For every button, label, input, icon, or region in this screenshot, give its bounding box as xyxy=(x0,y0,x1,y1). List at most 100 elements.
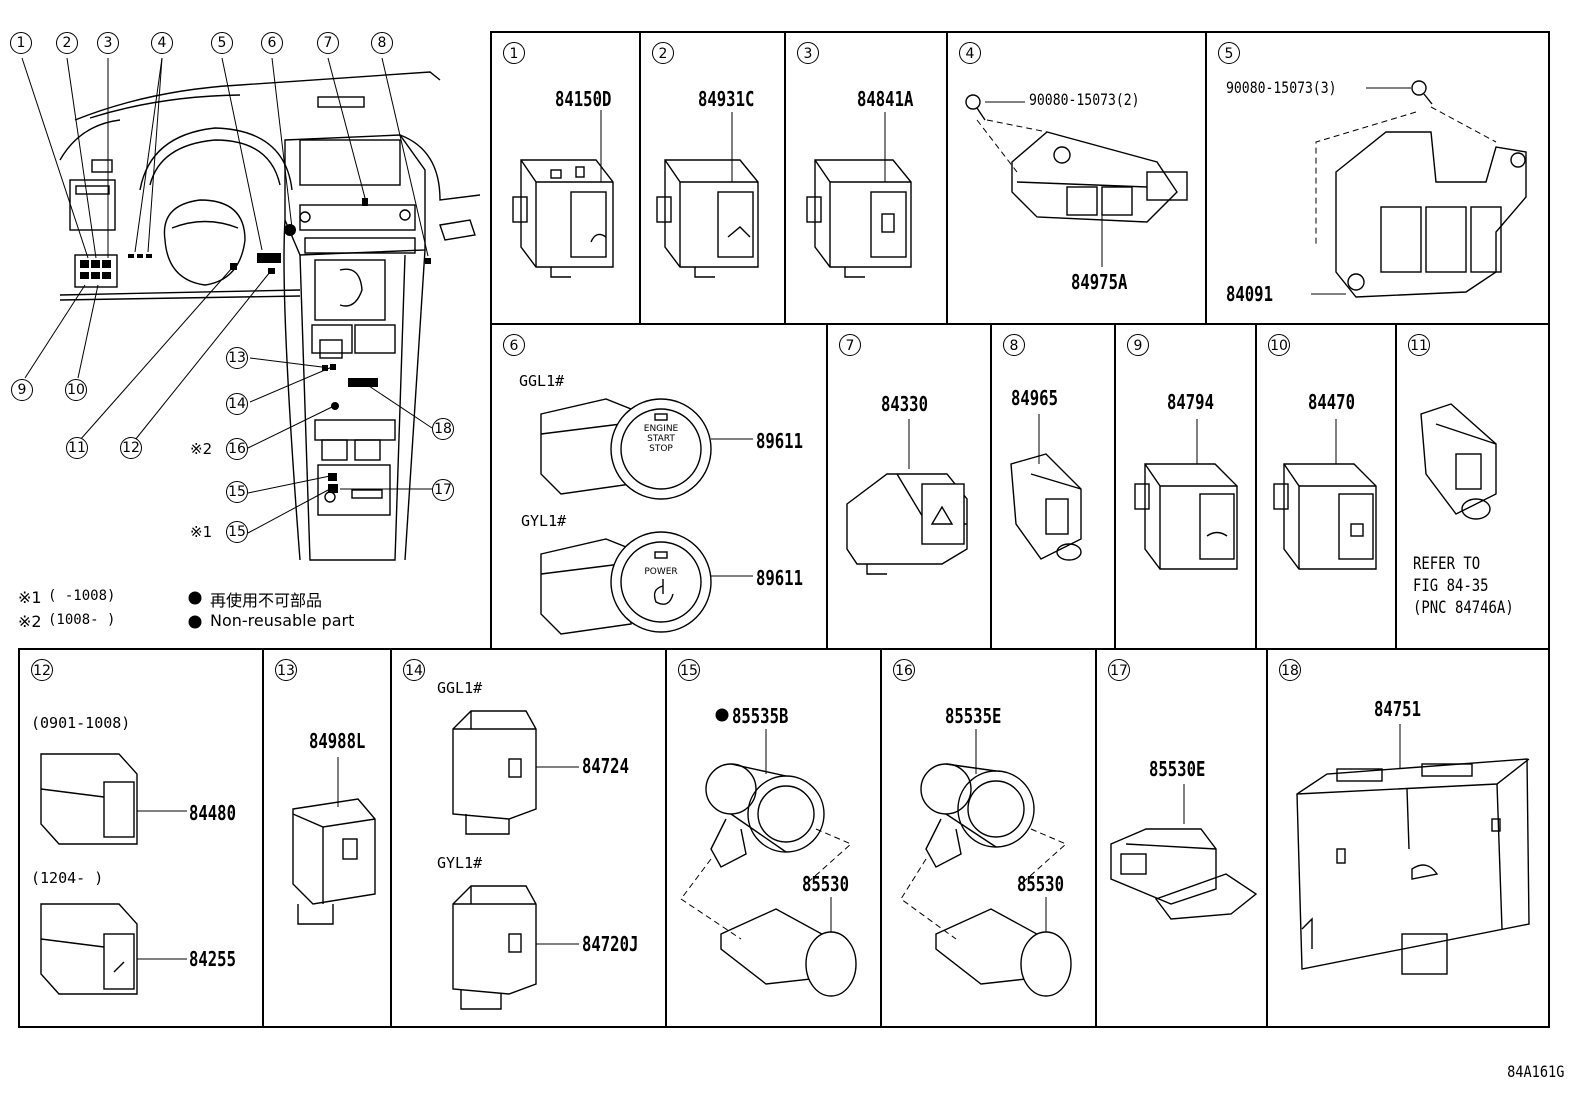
button-label: POWER xyxy=(644,567,678,577)
switch-module xyxy=(806,112,912,278)
callout-1: 1 xyxy=(10,32,32,54)
part-number: 90080-15073(2) xyxy=(1029,90,1140,109)
start-stop-button xyxy=(540,398,753,635)
part-number: 90080-15073(3) xyxy=(1226,78,1337,97)
callout-12: 12 xyxy=(120,437,142,459)
socket-cap xyxy=(900,729,1072,997)
cell-number: 8 xyxy=(1003,334,1025,356)
cell-3: 3 84841A xyxy=(785,32,947,324)
cell-5: 5 90080-15073(3) 84091 xyxy=(1206,32,1549,324)
mark-2-16: ※2 xyxy=(190,440,213,458)
legend-text-2: Non-reusable part xyxy=(210,611,355,630)
part-number: 84724 xyxy=(582,754,629,778)
cell-number: 9 xyxy=(1127,334,1149,356)
part-number: 84794 xyxy=(1167,390,1214,414)
cell-number: 13 xyxy=(275,659,297,681)
part-number: 84150D xyxy=(555,87,612,111)
switch-module xyxy=(1311,80,1527,298)
part-number: 84720J xyxy=(582,932,639,956)
variant-label: (0901-1008) xyxy=(31,714,131,732)
cell-12: 12 (0901-1008) (1204- ) 84480 84255 xyxy=(19,649,263,1027)
cell-number: 1 xyxy=(503,42,525,64)
ecu-unit xyxy=(1296,724,1530,975)
callout-2: 2 xyxy=(56,32,78,54)
hazard-switch xyxy=(846,419,968,575)
cell-number: 5 xyxy=(1218,42,1240,64)
cell-17: 17 85530E xyxy=(1096,649,1267,1027)
variant-label: GGL1# xyxy=(519,372,565,390)
switch-module xyxy=(292,757,376,925)
part-number: 89611 xyxy=(756,566,803,590)
part-number: 84988L xyxy=(309,729,366,753)
cell-9: 9 84794 xyxy=(1115,324,1256,649)
cell-18: 18 84751 xyxy=(1267,649,1549,1027)
cell-14: 14 GGL1# GYL1# 84724 84720J xyxy=(391,649,666,1027)
variant-label: (1204- ) xyxy=(31,869,104,887)
legend-range-2: (1008- ) xyxy=(48,612,116,628)
part-number: 89611 xyxy=(756,429,803,453)
part-number: 84470 xyxy=(1308,390,1355,414)
cell-number: 16 xyxy=(893,659,915,681)
part-number: 84841A xyxy=(857,87,914,111)
mark-1-15: ※1 xyxy=(190,523,213,541)
callout-7: 7 xyxy=(317,32,339,54)
socket-cap xyxy=(680,729,857,997)
cell-8: 8 84965 xyxy=(991,324,1115,649)
cell-number: 17 xyxy=(1108,659,1130,681)
switch-module xyxy=(1273,419,1377,570)
part-number: 85535E xyxy=(945,704,1002,728)
non-reusable-dot-icon xyxy=(715,708,729,722)
callout-13: 13 xyxy=(226,347,248,369)
cell-1: 1 84150D xyxy=(491,32,640,324)
callout-17: 17 xyxy=(432,479,454,501)
part-number: 85530 xyxy=(802,872,849,896)
cell-2: 2 84931C xyxy=(640,32,785,324)
reference-note: REFER TO xyxy=(1413,554,1481,574)
bolt-icon xyxy=(1411,80,1427,96)
legend-range-1: ( -1008) xyxy=(48,588,116,604)
legend-mark-1: ※1 xyxy=(18,588,42,607)
callout-3: 3 xyxy=(97,32,119,54)
part-number: 85530E xyxy=(1149,757,1206,781)
callout-15a: 15 xyxy=(226,481,248,503)
non-reusable-dot-icon xyxy=(188,615,202,629)
cell-number: 15 xyxy=(678,659,700,681)
switch-module xyxy=(40,753,187,995)
cell-number: 10 xyxy=(1268,334,1290,356)
cell-11: 11 REFER TO FIG 84-35 (PNC 84746A) xyxy=(1396,324,1549,649)
cell-16: 16 85535E 85530 xyxy=(881,649,1096,1027)
cell-10: 10 84470 xyxy=(1256,324,1396,649)
switch-module xyxy=(1010,414,1082,561)
part-number: 85535B xyxy=(732,704,789,728)
part-number: 84091 xyxy=(1226,282,1273,306)
cell-number: 11 xyxy=(1408,334,1430,356)
cell-number: 2 xyxy=(652,42,674,64)
switch-module xyxy=(452,710,579,1010)
callout-4: 4 xyxy=(151,32,173,54)
dashboard-overview: 1 2 3 4 5 6 7 8 9 10 11 12 13 14 ※2 16 1… xyxy=(0,0,490,654)
callout-6: 6 xyxy=(261,32,283,54)
part-number: 85530 xyxy=(1017,872,1064,896)
callout-18: 18 xyxy=(432,418,454,440)
cell-4: 4 90080-15073(2) 84975A xyxy=(947,32,1206,324)
callout-10: 10 xyxy=(65,379,87,401)
non-reusable-dot-icon xyxy=(188,591,202,605)
socket-cap xyxy=(1110,784,1258,920)
cell-number: 12 xyxy=(31,659,53,681)
legend-mark-2: ※2 xyxy=(18,612,42,631)
variant-label: GYL1# xyxy=(437,854,483,872)
variant-label: GYL1# xyxy=(521,512,567,530)
cell-number: 3 xyxy=(797,42,819,64)
callout-15b: 15 xyxy=(226,521,248,543)
cell-number: 18 xyxy=(1279,659,1301,681)
part-number: 84975A xyxy=(1071,270,1128,294)
cell-number: 6 xyxy=(503,334,525,356)
reference-note: FIG 84-35 xyxy=(1413,576,1489,596)
callout-9: 9 xyxy=(11,379,33,401)
cell-number: 14 xyxy=(403,659,425,681)
part-number: 84255 xyxy=(189,947,236,971)
part-number: 84965 xyxy=(1011,386,1058,410)
reference-note: (PNC 84746A) xyxy=(1413,598,1514,618)
